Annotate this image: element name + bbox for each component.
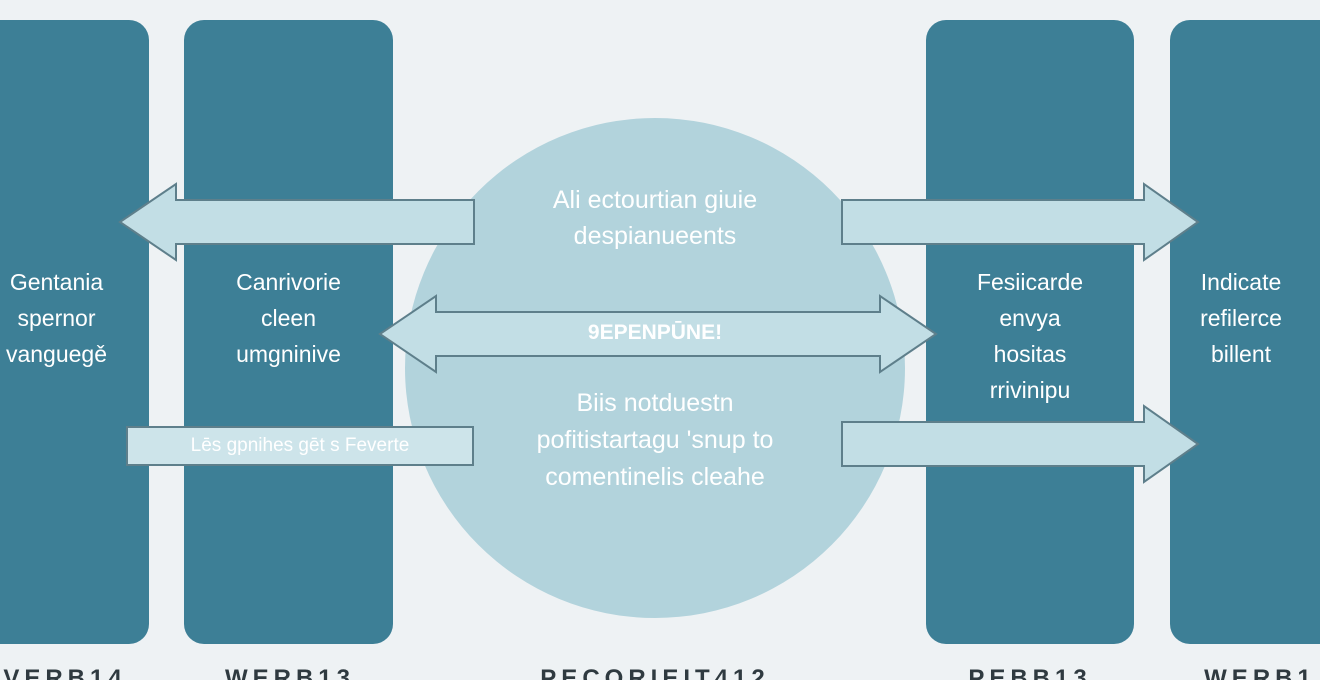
center-middle-label: 9EPENPŪNE! [587,321,723,344]
panel-3: Fesiicarde envya hositas rrivinipu [926,20,1134,644]
center-circle [405,118,905,618]
panel-2: Canrivorie cleen umgninive [184,20,393,644]
footer-label-1: VERB14 [3,665,127,680]
arrow-double-middle [378,294,938,374]
panel-3-text: Fesiicarde envya hositas rrivinipu [976,269,1084,403]
panel-4: Indicate refilerce billent [1170,20,1320,644]
footer-label-2: WERB13 [224,665,356,680]
center-bottom-text: Biis notduestn pofitistartagu 'snup to c… [536,389,774,491]
arrow-right-top [841,182,1200,262]
panel-2-text: Canrivorie cleen umgninive [236,269,341,367]
arrow-right-bottom [841,404,1200,484]
panel-4-text: Indicate refilerce billent [1200,269,1282,367]
panel-1: Gentania spernor vanguegě [0,20,149,644]
footer-label-5: WERB1 [1204,665,1316,680]
footer-label-3: PECORIEIT412 [540,665,770,680]
arrow-left-top [118,182,475,262]
center-top-text: Ali ectourtian giuie despianueents [552,186,758,250]
panel-1-text: Gentania spernor vanguegě [5,269,108,367]
note-box: Lēs gpnihes gēt s Feverte [126,426,474,466]
footer-label-4: PEBB13 [968,665,1092,680]
